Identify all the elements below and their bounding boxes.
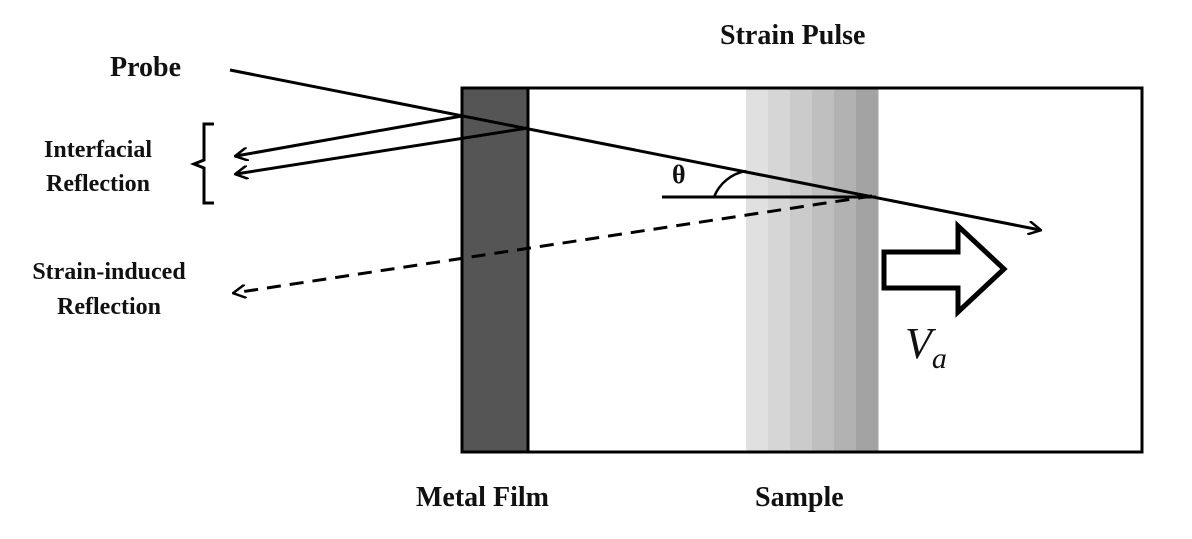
interfacial-reflection-arrow-1: [236, 114, 463, 156]
strain-induced-reflection-label-line2: Reflection: [57, 294, 161, 320]
theta-arc: [712, 169, 747, 198]
strain-induced-reflection-arrow: [234, 194, 873, 293]
velocity-label: Va: [905, 318, 947, 376]
velocity-subscript: a: [931, 342, 947, 375]
strain-pulse-band: [856, 88, 879, 452]
probe-beam: [229, 68, 1040, 230]
velocity-symbol: V: [905, 319, 932, 368]
interfacial-reflection-label-line2: Reflection: [46, 171, 150, 197]
strain-induced-reflection-label-line1: Strain-induced: [32, 259, 186, 285]
probe-label: Probe: [110, 52, 182, 83]
strain-pulse-region: [746, 88, 879, 452]
strain-pulse-band: [768, 88, 791, 452]
interfacial-bracket: [189, 122, 214, 205]
velocity-arrow: [881, 220, 1008, 318]
strain-pulse-band: [790, 88, 813, 452]
sample-label: Sample: [755, 482, 844, 513]
strain-pulse-band: [834, 88, 857, 452]
interfacial-reflection-arrow-2: [236, 126, 529, 174]
interfacial-reflection-label-line1: Interfacial: [44, 137, 152, 163]
metal-film-label: Metal Film: [416, 482, 549, 513]
strain-pulse-band: [812, 88, 835, 452]
strain-pulse-label: Strain Pulse: [720, 20, 866, 51]
metal-film: [460, 86, 530, 454]
strain-induced-reflection-label: Strain-induced Reflection: [14, 255, 204, 325]
interfacial-reflection-label: Interfacial Reflection: [28, 133, 168, 201]
theta-label: θ: [672, 160, 686, 189]
strain-pulse-band: [746, 88, 769, 452]
